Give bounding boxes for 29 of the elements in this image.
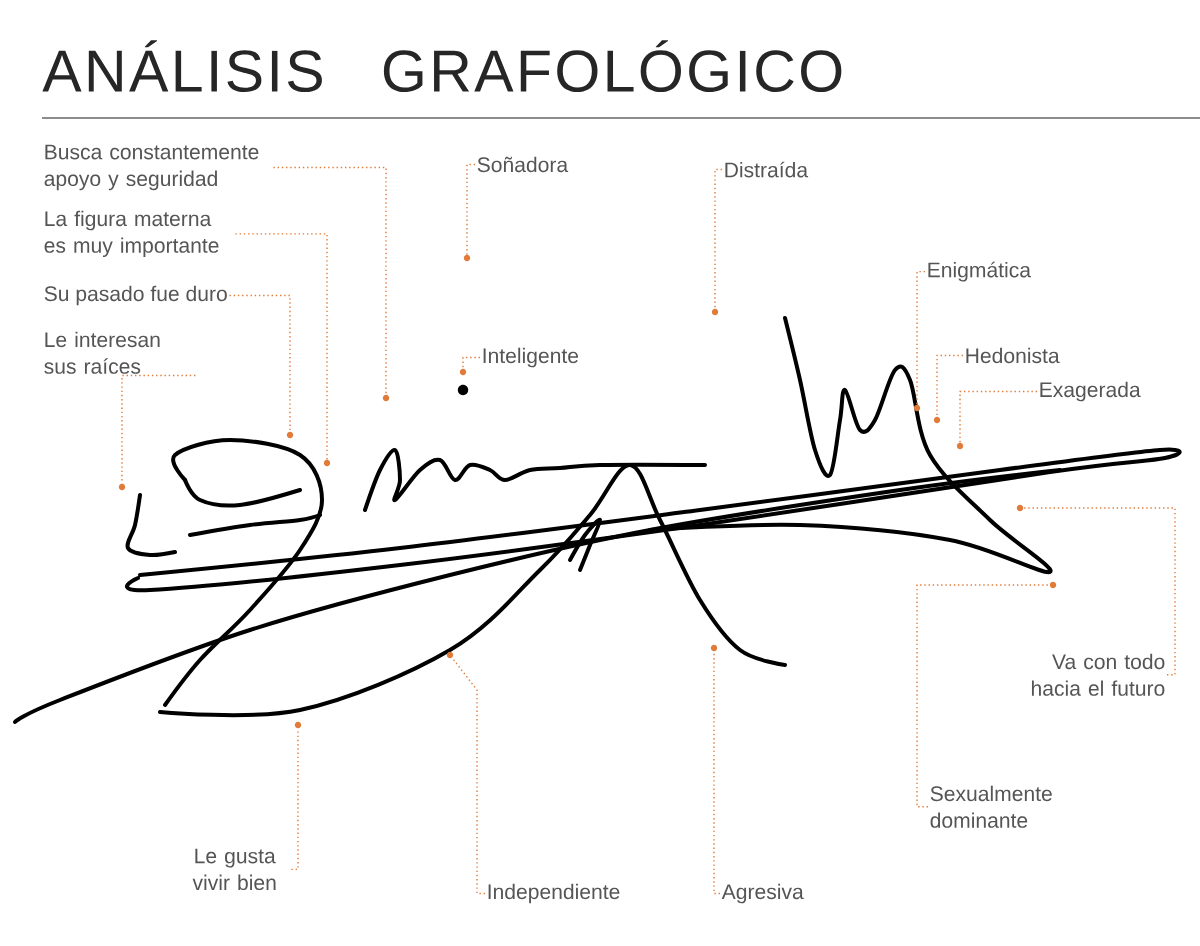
- annotation-label: Exagerada: [1040, 381, 1141, 402]
- annotation-label: Independiente: [488, 883, 620, 904]
- leader-line: [916, 584, 1051, 808]
- leader-line: [234, 233, 328, 461]
- annotation-label: Le gusta vivir bien: [192, 848, 276, 891]
- annotation-label: Sexualmente dominante: [930, 785, 1052, 828]
- annotation-label: Enigmática: [928, 261, 1031, 282]
- leader-line: [936, 354, 964, 418]
- annotation-label: Le interesan sus raíces: [44, 331, 160, 374]
- annotation-label: Hedonista: [966, 347, 1060, 364]
- leader-line: [121, 374, 197, 485]
- leader-line: [916, 270, 926, 406]
- leader-line: [451, 657, 486, 895]
- annotation-label: Distraída: [725, 161, 809, 178]
- annotation-label: Va con todo hacia el futuro: [1031, 653, 1165, 696]
- annotation-label: Su pasado fue duro: [44, 285, 227, 306]
- leader-line: [466, 163, 476, 256]
- leader-line: [228, 294, 291, 433]
- annotation-label: Busca constantemente apoyo y seguridad: [44, 144, 259, 191]
- leader-line: [1022, 507, 1176, 676]
- leader-line: [272, 166, 387, 396]
- leader-line: [462, 356, 481, 370]
- annotation-label: Agresiva: [721, 883, 804, 904]
- leader-line: [714, 168, 723, 310]
- annotation-label: Soñadora: [477, 156, 569, 173]
- annotation-label: La figura materna es muy importante: [44, 210, 219, 258]
- leader-line: [959, 390, 1038, 444]
- annotation-label: Inteligente: [483, 347, 579, 368]
- title: ANÁLISIS GRAFOLÓGICO: [42, 40, 842, 93]
